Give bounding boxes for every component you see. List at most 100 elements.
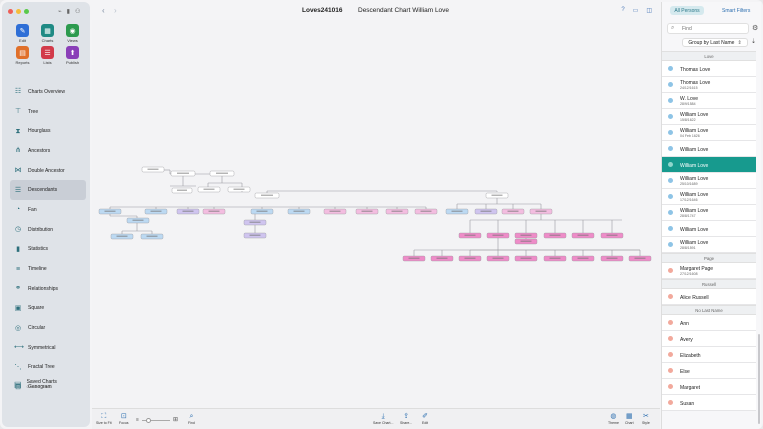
person-row[interactable]: William Love — [662, 221, 756, 237]
nav-item-ancestors[interactable]: ⋔Ancestors — [10, 141, 86, 161]
save-chart-button[interactable]: ⤓ Save Chart... — [373, 412, 393, 425]
saved-charts-item[interactable]: ▤ Saved Charts 0 Saved Charts — [14, 379, 57, 389]
person-row[interactable]: Margaret — [662, 379, 756, 395]
zoom-in-icon[interactable]: ⊞ — [172, 417, 178, 423]
persons-scrollbar[interactable] — [758, 334, 760, 424]
find-button[interactable]: ⌕ Find — [188, 412, 195, 425]
person-name: William Love — [680, 226, 709, 233]
window-layout-icon[interactable]: ▭ — [632, 8, 639, 14]
descendant-chart-canvas[interactable] — [92, 20, 660, 408]
chart-button[interactable]: ▦ Chart — [625, 412, 634, 425]
size-to-fit-button[interactable]: ⛶ Size to Fit — [96, 412, 112, 425]
nav-item-distribution[interactable]: ◷Distribution — [10, 220, 86, 240]
nav-item-label: Symmetrical — [28, 344, 56, 351]
forward-chevron-icon[interactable]: › — [114, 6, 117, 15]
share-button[interactable]: ⇪ Share... — [400, 412, 412, 425]
minimize-window-button[interactable] — [16, 9, 21, 14]
close-window-button[interactable] — [8, 9, 13, 14]
sort-icon[interactable]: ⇣ — [751, 39, 757, 45]
statistics-icon: ▮ — [16, 245, 20, 253]
group-by-select[interactable]: Group by Last Name ⇕ — [682, 38, 748, 47]
zoom-window-button[interactable] — [24, 9, 29, 14]
style-button[interactable]: ✂ Style — [642, 412, 650, 425]
find-label: Find — [188, 421, 195, 425]
person-row[interactable]: Thomas Love — [662, 61, 756, 77]
all-persons-tab[interactable]: All Persons — [670, 6, 704, 15]
people-icon[interactable]: ⚇ — [74, 9, 81, 15]
pencil-icon: ✎ — [16, 24, 29, 37]
zoom-knob[interactable] — [146, 418, 151, 423]
back-chevron-icon[interactable]: ‹ — [102, 6, 105, 15]
sidebar-toggle-icon[interactable]: ◫ — [646, 8, 652, 14]
nav-item-square[interactable]: ▣Square — [10, 299, 86, 319]
tile-publish[interactable]: ⬆Publish — [60, 46, 85, 65]
person-row[interactable]: Elizabeth — [662, 347, 756, 363]
nav-item-timeline[interactable]: ≡Timeline — [10, 259, 86, 279]
descendant-tree-svg[interactable] — [92, 20, 660, 408]
zoom-slider[interactable]: ≡ ⊞ — [136, 417, 178, 424]
theme-button[interactable]: ◍ Theme — [608, 412, 619, 425]
tile-charts[interactable]: ▦Charts — [35, 24, 60, 43]
nav-item-genogram[interactable]: ⊡Genogram — [10, 377, 86, 397]
fractal-tree-icon: ⋱ — [14, 363, 22, 371]
zoom-out-icon[interactable]: ≡ — [136, 417, 139, 423]
person-row[interactable]: Else — [662, 363, 756, 379]
nav-item-hourglass[interactable]: ⧗Hourglass — [10, 121, 86, 141]
edit-button[interactable]: ✐ Edit — [422, 412, 428, 425]
tile-reports[interactable]: ▤Reports — [10, 46, 35, 65]
nav-item-tree[interactable]: ⊤Tree — [10, 102, 86, 122]
charts-overview-icon: ☷ — [14, 88, 22, 96]
help-icon[interactable]: ? — [621, 7, 625, 13]
smart-filters-tab[interactable]: Smart Filters — [722, 8, 751, 14]
search-input[interactable] — [682, 25, 742, 33]
top-right-icons: ? ▭ ◫ — [621, 7, 652, 14]
person-row[interactable]: William Love — [662, 157, 756, 173]
tile-lists[interactable]: ☰Lists — [35, 46, 60, 65]
symmetrical-icon: ⟷ — [14, 344, 25, 352]
nav-item-circular[interactable]: ◎Circular — [10, 318, 86, 338]
nav-item-descendants[interactable]: ☰Descendants — [10, 180, 86, 201]
nav-item-relationships[interactable]: ⚭Relationships — [10, 279, 86, 299]
focus-button[interactable]: ⊡ Focus — [119, 412, 129, 425]
tile-edit[interactable]: ✎Edit — [10, 24, 35, 43]
nav-item-fractal-tree[interactable]: ⋱Fractal Tree — [10, 358, 86, 378]
person-date: 25/10/1689 — [680, 182, 698, 186]
nav-item-charts-overview[interactable]: ☷Charts Overview — [10, 82, 86, 102]
paperclip-icon[interactable]: ⌁ — [58, 9, 62, 15]
gear-icon[interactable]: ⚙ — [752, 25, 759, 32]
nav-item-symmetrical[interactable]: ⟷Symmetrical — [10, 338, 86, 358]
nav-item-statistics[interactable]: ▮Statistics — [10, 240, 86, 260]
person-row[interactable]: Alice Russell — [662, 289, 756, 305]
female-dot-icon — [668, 294, 673, 299]
person-row[interactable]: William Love — [662, 141, 756, 157]
person-row[interactable]: Susan — [662, 395, 756, 411]
person-date: 17/12/1646 — [680, 198, 698, 202]
tile-views[interactable]: ◉Views — [60, 24, 85, 43]
person-name: Susan — [680, 400, 695, 407]
focus-icon: ⊡ — [120, 413, 127, 420]
nav-item-double-ancestor[interactable]: ⋈Double Ancestor — [10, 161, 86, 181]
person-name: William Love — [680, 112, 709, 118]
person-row[interactable]: Ann — [662, 315, 756, 331]
female-dot-icon — [668, 268, 673, 273]
node-text-placeholder — [256, 210, 268, 212]
group-header: Love — [662, 51, 756, 61]
nav-item-fan[interactable]: ◔Fan — [10, 200, 86, 220]
nav-item-label: Double Ancestor — [28, 167, 65, 174]
node-text-placeholder — [249, 234, 261, 236]
bookmark-icon[interactable]: ▮ — [66, 9, 70, 15]
search-field[interactable]: ⌕ — [667, 23, 749, 34]
person-row[interactable]: Avery — [662, 331, 756, 347]
square-icon: ▣ — [14, 304, 22, 312]
node-text-placeholder — [177, 189, 187, 191]
